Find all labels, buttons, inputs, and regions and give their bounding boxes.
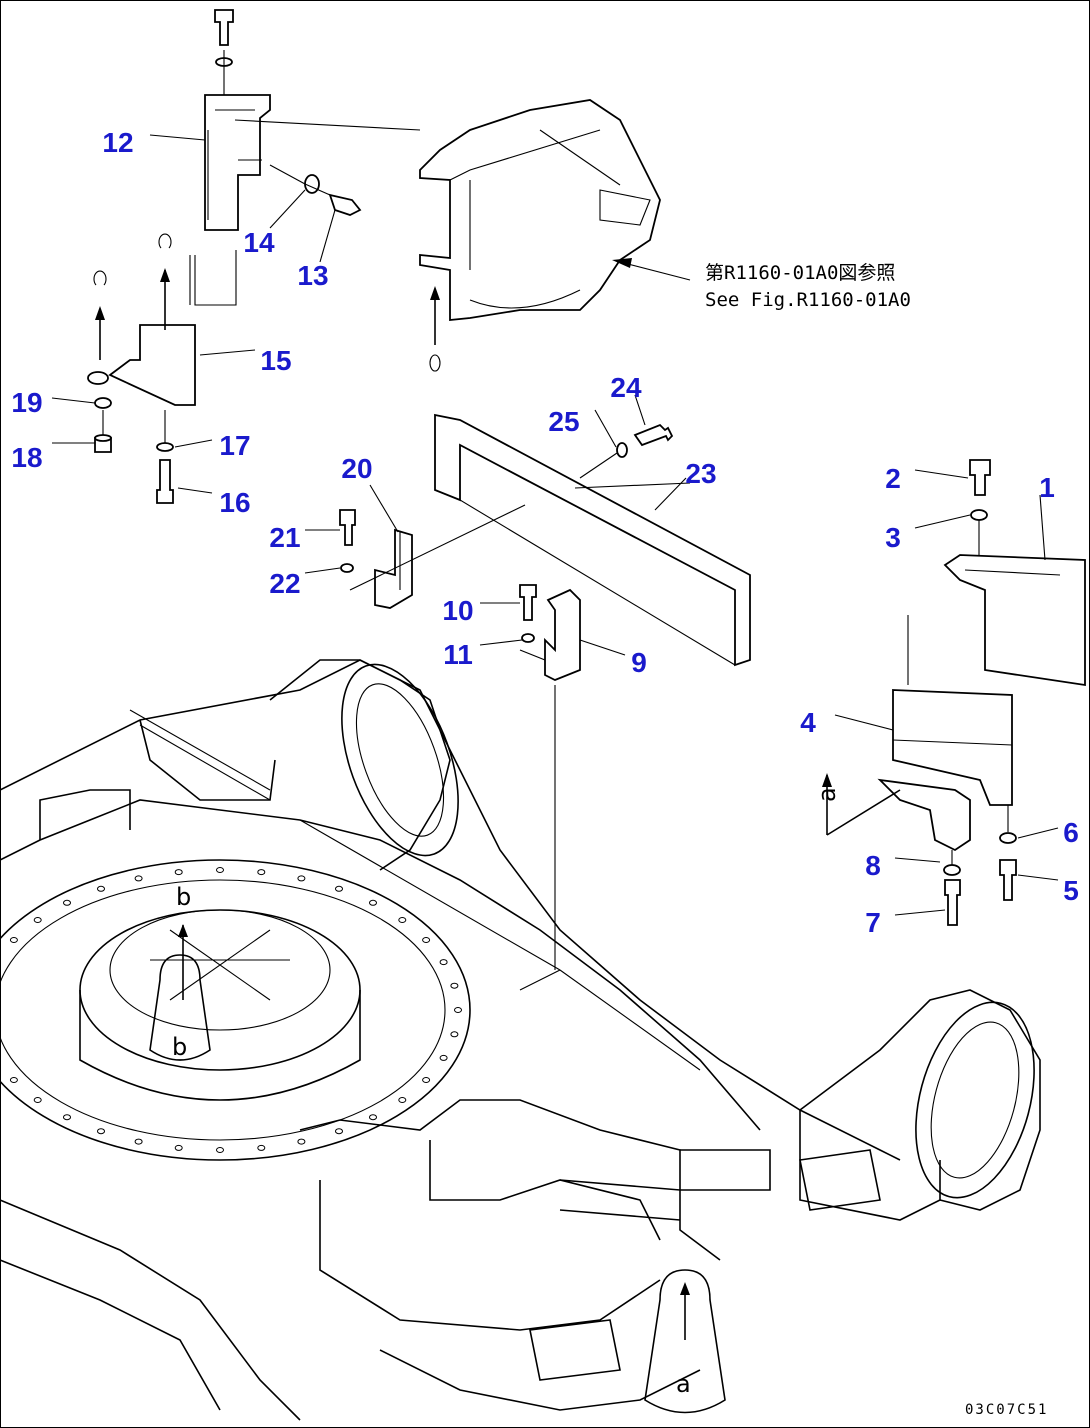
ring-hole <box>450 982 459 989</box>
slewing-ring-holes <box>0 867 462 1153</box>
ring-hole <box>369 899 377 906</box>
ring-hole <box>134 1138 143 1145</box>
ring-hole <box>174 869 183 876</box>
ring-hole <box>422 937 431 943</box>
callout-numbers: 1234567891011121314151617181920212223242… <box>11 127 1078 938</box>
ring-hole <box>398 917 407 923</box>
callout-7: 7 <box>865 907 881 938</box>
ring-hole <box>174 1144 183 1151</box>
callout-12: 12 <box>102 127 133 158</box>
beam-23 <box>434 413 751 667</box>
ring-hole <box>257 1144 266 1151</box>
bracket-assembly-left <box>87 9 421 504</box>
ring-hole <box>33 917 42 923</box>
cover-assembly-right <box>822 459 1086 926</box>
callout-22: 22 <box>269 568 300 599</box>
ring-hole <box>297 1138 306 1145</box>
large-cover-drawing <box>419 99 691 372</box>
callout-24: 24 <box>610 372 642 403</box>
ring-hole <box>398 1097 407 1103</box>
figure-number: 03C07C51 <box>965 1402 1048 1418</box>
callout-14: 14 <box>243 227 275 258</box>
ring-hole <box>97 1128 105 1135</box>
bolt-24-25 <box>579 423 674 479</box>
callout-21: 21 <box>269 522 300 553</box>
callout-19: 19 <box>11 387 42 418</box>
ring-hole <box>134 875 143 882</box>
view-b-arrow-label: b <box>176 883 191 911</box>
callout-16: 16 <box>219 487 250 518</box>
ring-hole <box>450 1031 459 1038</box>
callout-9: 9 <box>631 647 647 678</box>
ring-hole <box>97 885 105 892</box>
ring-hole <box>33 1097 42 1103</box>
ring-hole <box>422 1077 431 1083</box>
ring-hole <box>216 1147 224 1153</box>
ring-hole <box>439 959 448 966</box>
ring-hole <box>63 899 71 906</box>
view-a-marker-right: a <box>813 787 841 802</box>
view-b-marker: b <box>172 1033 187 1061</box>
bracket-20 <box>339 504 526 609</box>
ring-hole <box>9 937 18 943</box>
callout-5: 5 <box>1063 875 1079 906</box>
callout-2: 2 <box>885 463 901 494</box>
callout-4: 4 <box>800 707 816 738</box>
ring-hole <box>257 869 266 876</box>
callout-3: 3 <box>885 522 901 553</box>
callout-23: 23 <box>685 458 716 489</box>
ring-hole <box>335 1128 343 1135</box>
bracket-9 <box>519 584 581 970</box>
callout-6: 6 <box>1063 817 1079 848</box>
callout-18: 18 <box>11 442 42 473</box>
reference-text-jp: 第R1160-01A0図参照 <box>705 262 895 284</box>
ring-hole <box>63 1114 71 1121</box>
callout-10: 10 <box>442 595 473 626</box>
callout-17: 17 <box>219 430 250 461</box>
ring-hole <box>369 1114 377 1121</box>
callout-11: 11 <box>443 639 473 670</box>
view-a-marker-bottom: a <box>676 1370 691 1398</box>
callout-15: 15 <box>260 345 291 376</box>
callout-25: 25 <box>548 406 579 437</box>
callout-8: 8 <box>865 850 881 881</box>
track-frame-drawing: a b b <box>0 659 1041 1421</box>
callout-20: 20 <box>341 453 372 484</box>
ring-hole <box>216 867 224 873</box>
ring-hole <box>439 1054 448 1061</box>
ring-hole <box>297 875 306 882</box>
reference-text-en: See Fig.R1160-01A0 <box>705 289 911 311</box>
ring-hole <box>335 885 343 892</box>
callout-1: 1 <box>1039 472 1055 503</box>
callout-13: 13 <box>297 260 328 291</box>
ring-hole <box>9 1077 18 1083</box>
leader-lines <box>51 134 1059 916</box>
ring-hole <box>454 1007 462 1013</box>
